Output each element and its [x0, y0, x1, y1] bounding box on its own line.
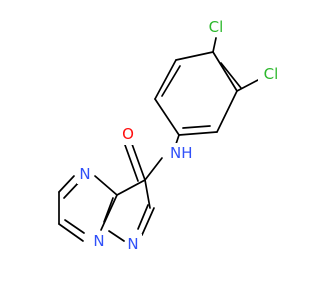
atom-label-nh: NH [170, 144, 193, 162]
bond [154, 98, 180, 136]
bond [236, 79, 259, 92]
atom-label-n-pyrimidine: N [79, 165, 90, 183]
bond [161, 65, 181, 97]
bond [212, 37, 217, 53]
bond [178, 131, 218, 136]
bond [58, 223, 84, 242]
atom-label-cl-top: Cl [209, 18, 224, 36]
bond [103, 197, 114, 223]
bond [64, 219, 85, 234]
atom-label-oxygen: O [122, 125, 134, 143]
bond [131, 143, 146, 181]
atom-label-n-pyrazole: N [127, 235, 138, 253]
bond [124, 144, 139, 182]
bond [100, 194, 118, 231]
bond [137, 204, 149, 230]
bond [144, 157, 163, 181]
atom-labels: Cl Cl O NH N N N [77, 17, 285, 254]
atom-label-cl-right: Cl [264, 65, 279, 83]
bond [216, 90, 238, 133]
chemical-structure: Cl Cl O NH N N N [58, 17, 285, 254]
bond [144, 179, 151, 209]
bond [108, 230, 125, 242]
bond [212, 51, 238, 92]
bond-lines [58, 37, 259, 242]
bond [175, 134, 180, 145]
bond [58, 175, 75, 193]
bond [220, 62, 242, 89]
bond [141, 207, 155, 236]
bond [116, 179, 146, 196]
bond [154, 59, 177, 100]
bond [175, 51, 214, 61]
bond [182, 125, 211, 129]
bond [94, 175, 118, 196]
atom-label-n-bridgehead: N [93, 232, 104, 250]
